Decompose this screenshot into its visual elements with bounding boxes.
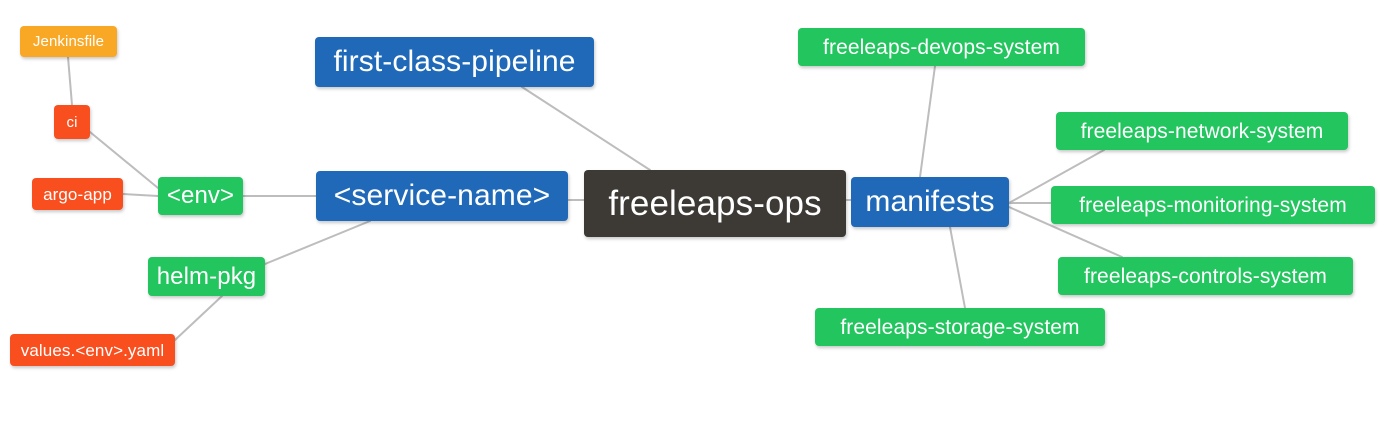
node-label-freeleaps-controls-system: freeleaps-controls-system <box>1084 264 1327 288</box>
node-freeleaps-devops-system[interactable]: freeleaps-devops-system <box>798 28 1085 66</box>
node-helm-pkg[interactable]: helm-pkg <box>148 257 265 296</box>
node-label-freeleaps-ops: freeleaps-ops <box>608 184 822 223</box>
node-manifests[interactable]: manifests <box>851 177 1009 227</box>
node-label-ci: ci <box>66 113 78 131</box>
edge-manifests-to-freeleaps-devops-system <box>919 65 936 178</box>
node-argo-app[interactable]: argo-app <box>32 178 123 210</box>
node-freeleaps-ops[interactable]: freeleaps-ops <box>584 170 846 237</box>
edge-values-env-yaml-to-helm-pkg <box>174 295 223 341</box>
node-service-name[interactable]: <service-name> <box>316 171 568 221</box>
node-label-first-class-pipeline: first-class-pipeline <box>333 45 576 78</box>
node-values-env-yaml[interactable]: values.<env>.yaml <box>10 334 175 366</box>
node-freeleaps-monitoring-system[interactable]: freeleaps-monitoring-system <box>1051 186 1375 224</box>
node-label-freeleaps-monitoring-system: freeleaps-monitoring-system <box>1079 193 1347 217</box>
edge-first-class-pipeline-to-freeleaps-ops <box>521 86 651 171</box>
node-ci[interactable]: ci <box>54 105 90 139</box>
node-freeleaps-storage-system[interactable]: freeleaps-storage-system <box>815 308 1105 346</box>
node-label-jenkinsfile: Jenkinsfile <box>32 33 105 50</box>
node-label-env: <env> <box>166 182 235 209</box>
node-label-argo-app: argo-app <box>43 184 112 204</box>
node-freeleaps-network-system[interactable]: freeleaps-network-system <box>1056 112 1348 150</box>
node-label-freeleaps-devops-system: freeleaps-devops-system <box>823 35 1060 59</box>
node-label-freeleaps-storage-system: freeleaps-storage-system <box>840 315 1080 339</box>
node-jenkinsfile[interactable]: Jenkinsfile <box>20 26 117 57</box>
node-label-service-name: <service-name> <box>333 179 551 212</box>
node-label-values-env-yaml: values.<env>.yaml <box>20 340 165 360</box>
node-freeleaps-controls-system[interactable]: freeleaps-controls-system <box>1058 257 1353 295</box>
node-label-manifests: manifests <box>865 185 995 218</box>
node-env[interactable]: <env> <box>158 177 243 215</box>
edge-jenkinsfile-to-ci <box>67 56 73 106</box>
node-first-class-pipeline[interactable]: first-class-pipeline <box>315 37 594 87</box>
edge-manifests-to-freeleaps-storage-system <box>949 226 966 309</box>
node-label-freeleaps-network-system: freeleaps-network-system <box>1080 119 1324 143</box>
edge-helm-pkg-to-service-name <box>264 220 371 265</box>
node-label-helm-pkg: helm-pkg <box>156 262 257 290</box>
edge-argo-app-to-env <box>122 193 159 197</box>
